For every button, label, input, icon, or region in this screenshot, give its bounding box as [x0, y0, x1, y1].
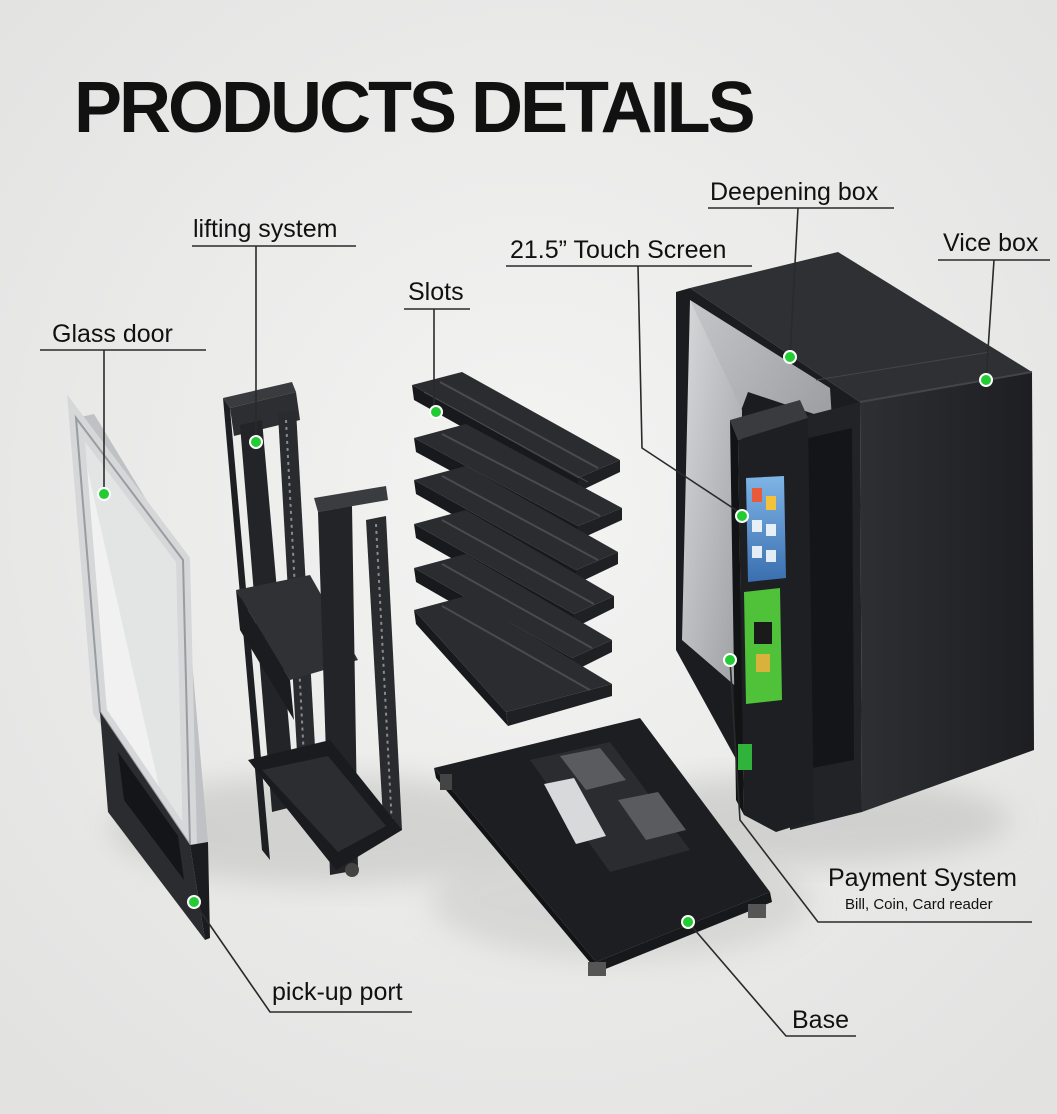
slot-tray: [414, 596, 612, 726]
marker-dot: [681, 915, 695, 929]
label-base: Base: [792, 1006, 849, 1034]
lifting-system: [223, 382, 402, 877]
leader-lines: [40, 207, 1050, 1037]
marker-dot: [735, 509, 749, 523]
page-title: PRODUCTS DETAILS: [74, 68, 756, 148]
label-payment-detail: Bill, Coin, Card reader: [845, 896, 993, 913]
touch-screen: [746, 476, 786, 582]
label-pickup-port: pick-up port: [272, 978, 403, 1006]
marker-dot: [187, 895, 201, 909]
label-lifting-system: lifting system: [193, 215, 338, 243]
payment-panel: [744, 588, 782, 704]
label-slots: Slots: [408, 278, 464, 306]
label-vice-box: Vice box: [943, 229, 1039, 257]
marker-dot: [979, 373, 993, 387]
label-deepening-box: Deepening box: [710, 178, 879, 206]
card-reader: [738, 744, 752, 770]
marker-dot: [97, 487, 111, 501]
marker-dot: [429, 405, 443, 419]
markers: [97, 350, 993, 929]
marker-dot: [249, 435, 263, 449]
front-panel: [730, 400, 814, 832]
glass-door: [67, 394, 210, 940]
label-touch-screen: 21.5” Touch Screen: [510, 236, 727, 264]
leader-pickup-port: [193, 901, 412, 1013]
marker-dot: [783, 350, 797, 364]
leader-base: [687, 921, 856, 1037]
label-glass-door: Glass door: [52, 320, 173, 348]
slots-stack: [412, 372, 622, 726]
leader-payment: [729, 659, 1032, 923]
label-payment-system: Payment System: [828, 864, 1017, 892]
base-plate: [434, 718, 772, 976]
marker-dot: [723, 653, 737, 667]
